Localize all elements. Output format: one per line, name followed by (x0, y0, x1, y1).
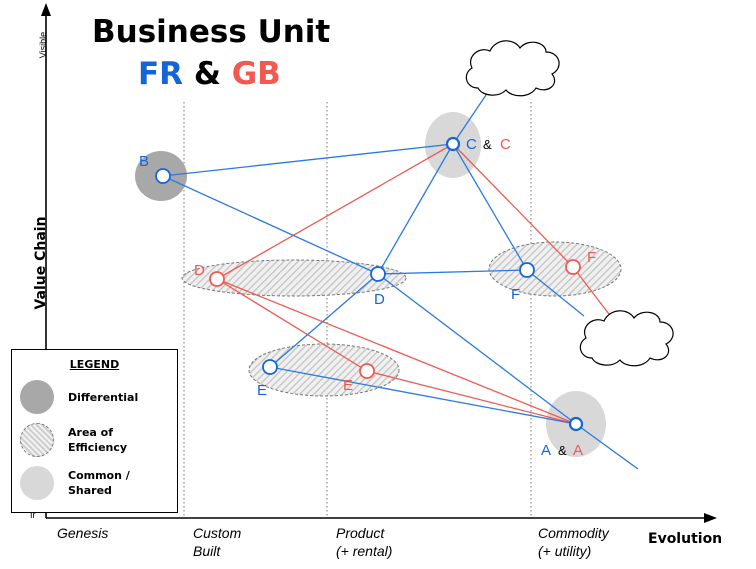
label-c-fr: C (466, 136, 477, 153)
stage-custom-line1: Custom (193, 525, 242, 541)
stage-genesis-line1: Genesis (57, 525, 109, 541)
label-c-amp: & (483, 137, 492, 152)
node-f-gb (565, 259, 581, 275)
label-e-fr: E (257, 382, 267, 399)
y-axis-arrowhead (41, 3, 51, 16)
stage-product-line1: Product (336, 525, 385, 541)
label-f-gb: F (587, 249, 596, 266)
label-b: B (139, 153, 149, 170)
common-swatch (20, 466, 54, 500)
subtitle-amp: & (193, 56, 221, 92)
node-c-fr (445, 136, 461, 152)
stage-custom-line2: Built (193, 543, 221, 559)
y-axis-label: Value Chain (33, 216, 49, 310)
label-a-fr: A (541, 442, 551, 459)
efficiency-area-f (488, 241, 622, 297)
subtitle-fr: FR (138, 56, 184, 92)
label-c-gb: C (500, 136, 511, 153)
fr-links (162, 91, 639, 470)
label-d-fr: D (374, 291, 385, 308)
y-axis-top-label: Visible (38, 31, 48, 59)
legend-item-efficiency: Area of Efficiency (20, 423, 127, 457)
page-title: Business Unit (92, 14, 331, 50)
stage-commodity-line2: (+ utility) (538, 543, 592, 559)
x-axis-label: Evolution (648, 531, 723, 547)
node-a-fr (568, 416, 584, 432)
legend-label-efficiency: Area of Efficiency (68, 426, 128, 454)
node-e-fr (262, 359, 278, 375)
stage-product: Product (+ rental) (336, 524, 392, 560)
legend-label-differential: Differential (68, 390, 139, 404)
stage-genesis: Genesis (57, 524, 108, 542)
node-d-fr (370, 266, 386, 282)
cloud-right (579, 310, 674, 367)
node-b-fr (155, 168, 171, 184)
page-subtitle: FR & GB (138, 56, 281, 92)
label-e-gb: E (343, 377, 353, 394)
cloud-top (465, 40, 560, 97)
efficiency-swatch (20, 423, 54, 457)
differential-swatch (20, 380, 54, 414)
legend: LEGEND Differential Area of Efficiency C… (11, 349, 178, 513)
legend-title: LEGEND (69, 358, 120, 371)
legend-item-common: Common / Shared (20, 466, 130, 500)
x-axis-arrowhead (704, 513, 717, 523)
node-d-gb (209, 271, 225, 287)
label-d-gb: D (194, 262, 205, 279)
stage-product-line2: (+ rental) (336, 543, 393, 559)
subtitle-gb: GB (231, 56, 281, 92)
label-f-fr: F (511, 286, 520, 303)
stage-commodity: Commodity (+ utility) (538, 524, 609, 560)
label-a-amp: & (558, 443, 567, 458)
label-a-gb: A (573, 442, 583, 459)
legend-item-differential: Differential (20, 380, 138, 414)
legend-label-common: Common / Shared (68, 469, 130, 497)
gb-links (216, 143, 613, 425)
node-e-gb (359, 363, 375, 379)
y-axis-bottom-label: Ir (30, 510, 36, 520)
stage-commodity-line1: Commodity (538, 525, 609, 541)
stage-custom-built: Custom Built (193, 524, 241, 560)
node-f-fr (519, 262, 535, 278)
